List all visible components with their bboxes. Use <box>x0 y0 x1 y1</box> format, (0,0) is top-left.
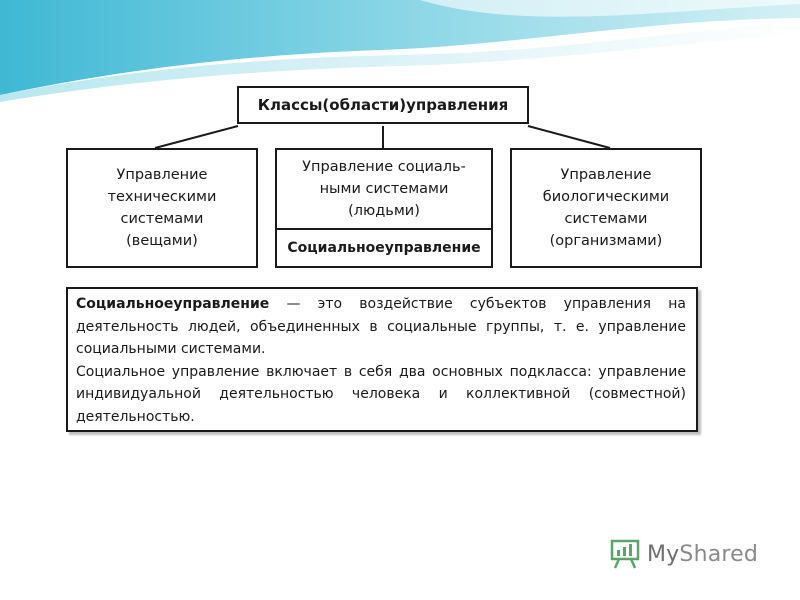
definition-text: — это воздействие субъектов управления н… <box>76 296 686 357</box>
node-line: Управление социаль- <box>302 159 466 175</box>
node-line: ными системами <box>319 181 449 197</box>
definition-paragraph-1: Социальноеуправление — это воздействие с… <box>76 293 686 361</box>
node-line: техническими <box>107 189 217 205</box>
diagram-root-node: Классы(области)управления <box>237 86 529 124</box>
node-line: Управление <box>116 167 208 183</box>
myshared-logo: MyShared <box>609 539 758 569</box>
definition-box: Социальноеуправление — это воздействие с… <box>66 287 698 432</box>
header-wave-decoration <box>0 0 800 102</box>
node-line: (вещами) <box>126 233 198 249</box>
presentation-board-icon <box>610 539 640 569</box>
node-line: (людьми) <box>348 203 420 219</box>
node-line: биологическими <box>542 189 670 205</box>
node-line: системами <box>564 211 648 227</box>
logo-text: MyShared <box>647 542 758 567</box>
logo-text-shared: Shared <box>679 541 759 567</box>
definition-term: Социальноеуправление <box>76 296 270 312</box>
definition-paragraph-2: Социальное управление включает в себя дв… <box>76 363 686 425</box>
node-line: (организмами) <box>549 233 663 249</box>
node-social-systems: Управление социаль- ными системами (людь… <box>275 148 493 228</box>
footer-label: Социальноеуправление <box>287 240 481 256</box>
node-biological-systems: Управление биологическими системами (орг… <box>510 148 702 268</box>
connector-left <box>154 125 239 149</box>
node-line: Управление <box>560 167 652 183</box>
root-title: Классы(области)управления <box>257 96 509 114</box>
logo-text-my: My <box>647 541 680 567</box>
node-social-management-footer: Социальноеуправление <box>275 228 493 268</box>
node-technical-systems: Управление техническими системами (вещам… <box>66 148 258 268</box>
connector-right <box>527 125 611 149</box>
node-line: системами <box>120 211 204 227</box>
